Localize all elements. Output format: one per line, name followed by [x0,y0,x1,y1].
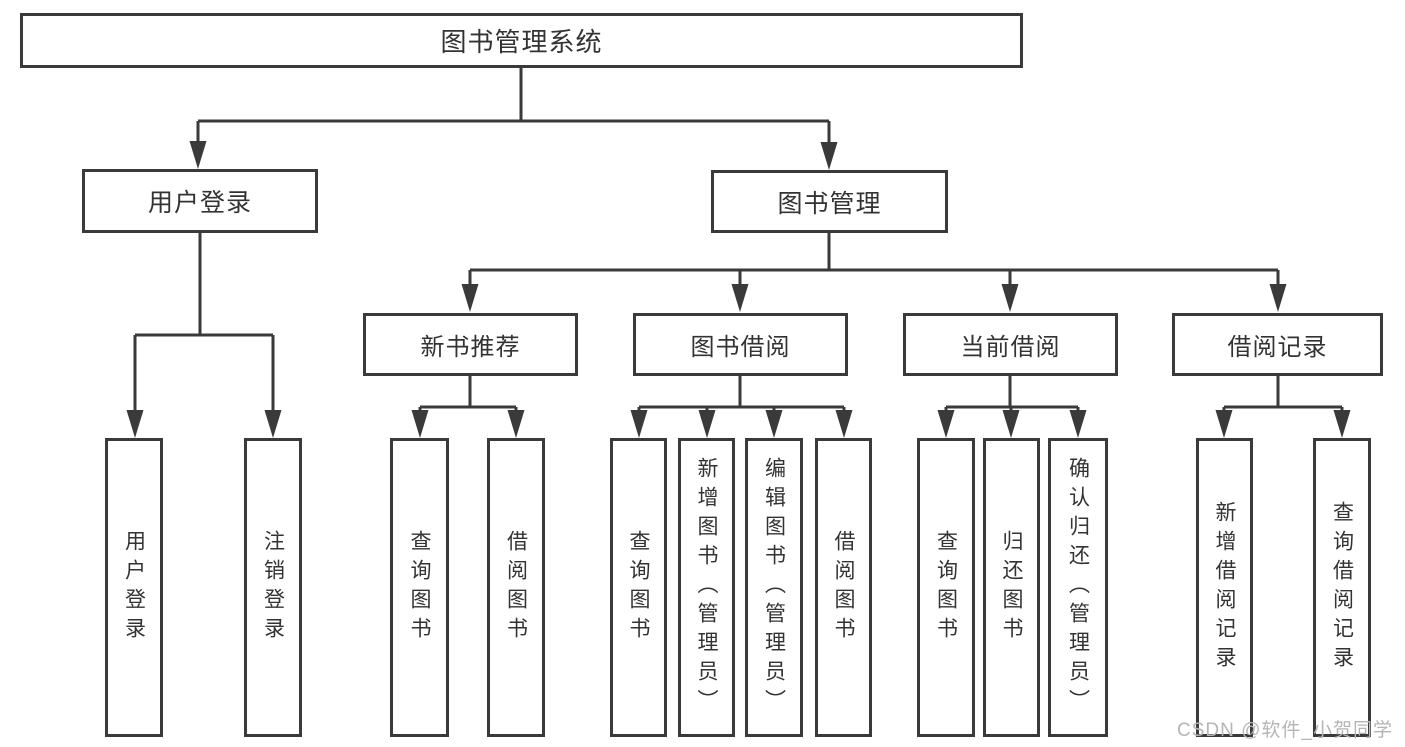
arrow-down-icon [1002,410,1020,438]
arrow-down-icon [411,410,429,438]
arrow-down-icon [1001,284,1019,312]
arrow-down-icon [1069,410,1087,438]
leaf-query-books-borrow: 查询图书 [610,438,667,737]
node-root: 图书管理系统 [20,13,1023,68]
leaf-user-login: 用户登录 [105,438,163,737]
connector-root-split [196,68,831,151]
leaf-query-borrow-record: 查询借阅记录 [1313,438,1371,737]
connector-user-login-split [133,233,275,419]
arrow-down-icon [1215,410,1233,438]
connector-new-book-split [418,376,518,419]
arrow-down-icon [1269,284,1287,312]
node-current-borrow: 当前借阅 [903,313,1118,376]
arrow-down-icon [937,410,955,438]
arrow-down-icon [765,410,783,438]
leaf-return-book: 归还图书 [983,438,1040,737]
leaf-borrow-books-recommend: 借阅图书 [487,438,545,737]
connector-book-management-split [468,233,1280,293]
arrow-down-icon [126,410,144,438]
leaf-borrow-books-borrow: 借阅图书 [815,438,872,737]
arrow-down-icon [264,410,282,438]
arrow-down-icon [731,284,749,312]
arrow-down-icon [507,410,525,438]
connector-borrow-record-split [1222,376,1344,419]
leaf-query-books-recommend: 查询图书 [390,438,449,737]
leaf-add-borrow-record: 新增借阅记录 [1196,438,1253,737]
arrow-down-icon [820,142,838,170]
leaf-edit-book-admin: 编辑图书（管理员） [745,438,803,737]
arrow-down-icon [835,410,853,438]
node-new-book-recommend: 新书推荐 [363,313,578,376]
arrow-down-icon [698,410,716,438]
connector-book-borrow-split [637,376,846,419]
node-book-borrow: 图书借阅 [633,313,848,376]
leaf-confirm-return-admin: 确认归还（管理员） [1048,438,1108,737]
leaf-logout: 注销登录 [244,438,302,737]
node-borrow-records: 借阅记录 [1172,313,1383,376]
leaf-query-books-current: 查询图书 [917,438,975,737]
leaf-add-book-admin: 新增图书（管理员） [678,438,735,737]
node-book-management: 图书管理 [711,170,948,233]
arrow-down-icon [630,410,648,438]
arrowheads [126,141,1351,438]
watermark: CSDN @软件_小贺同学 [1177,720,1393,741]
arrow-down-icon [189,141,207,169]
arrow-down-icon [1333,410,1351,438]
node-user-login: 用户登录 [82,169,318,233]
arrow-down-icon [461,284,479,312]
